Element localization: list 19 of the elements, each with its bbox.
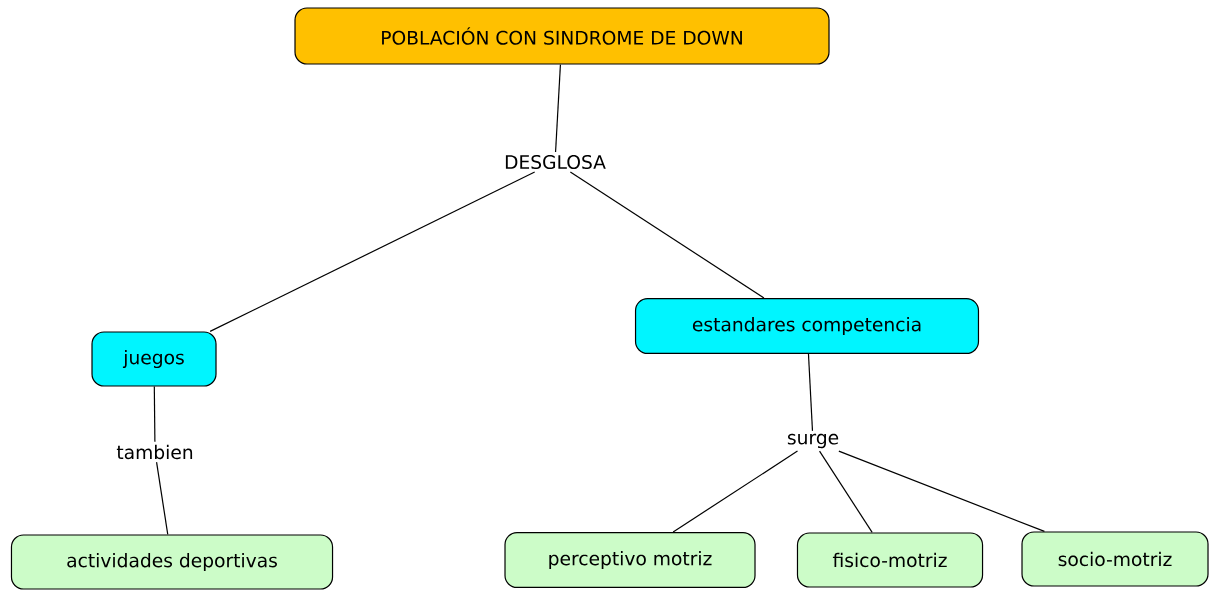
concept-box: socio-motriz xyxy=(1021,531,1209,587)
concept-box: perceptivo motriz xyxy=(504,531,756,589)
concept-box: juegos xyxy=(91,331,217,387)
connector-line xyxy=(807,353,814,432)
connector-line xyxy=(818,450,873,533)
connector-line xyxy=(156,461,169,535)
linking-phrase: surge xyxy=(784,431,842,451)
concept-box: actividades deportivas xyxy=(10,534,334,590)
linking-phrase: DESGLOSA xyxy=(501,152,609,172)
concept-box: estandares competencia xyxy=(634,297,980,355)
connector-line xyxy=(153,386,156,443)
connector-line xyxy=(838,450,1046,532)
connector-line xyxy=(672,450,799,533)
linking-phrase: tambien xyxy=(113,442,197,462)
concept-box: POBLACIÓN CON SINDROME DE DOWN xyxy=(294,7,830,65)
connector-line xyxy=(209,171,536,332)
connector-line xyxy=(569,171,765,299)
connector-line xyxy=(554,64,561,153)
concept-box: fisico-motriz xyxy=(796,532,984,588)
